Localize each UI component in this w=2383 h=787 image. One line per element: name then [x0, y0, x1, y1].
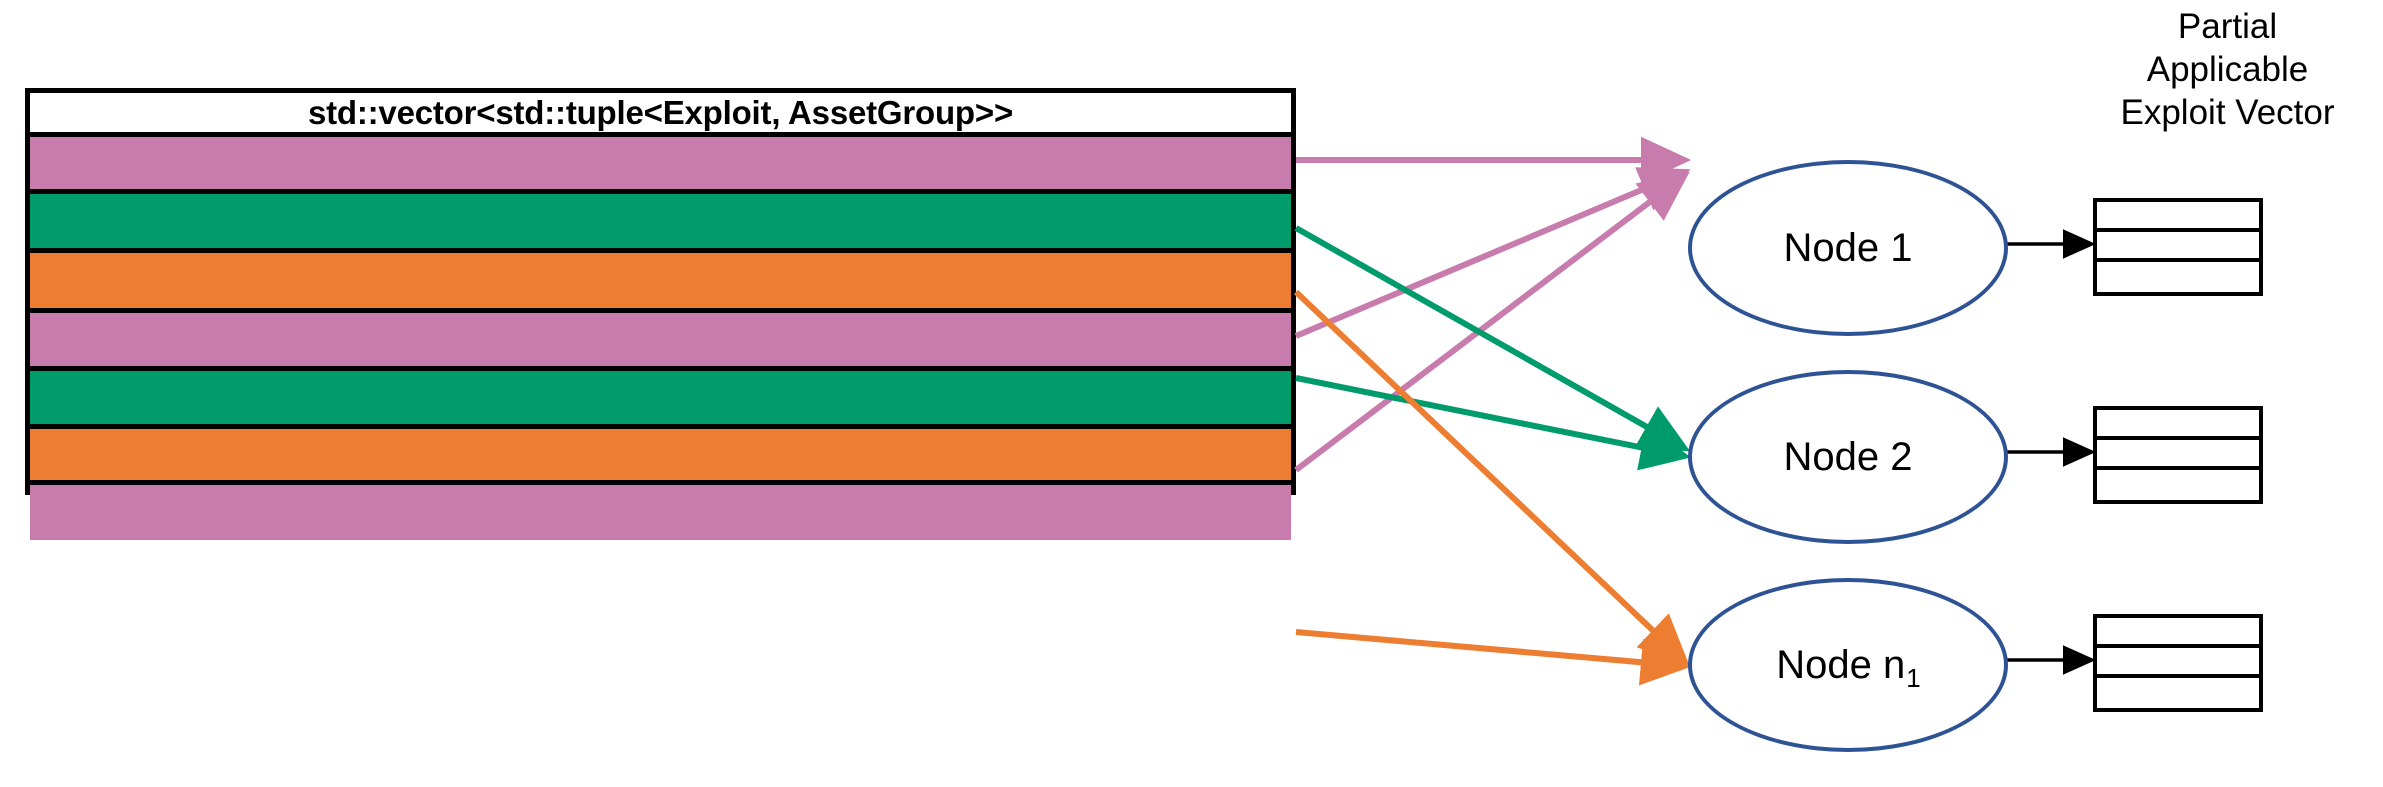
table-row [30, 429, 1291, 485]
table-row [30, 194, 1291, 253]
heading-line-2: Applicable [2146, 50, 2309, 89]
node-n1-ellipse[interactable]: Node n1 [1688, 578, 2008, 752]
partial-vector-cell [2097, 618, 2259, 648]
node-2-label: Node 2 [1783, 434, 1913, 479]
node-1-label: Node 1 [1783, 225, 1913, 270]
edge-row7-to-node1 [1294, 171, 1690, 473]
partial-vector-cell [2097, 232, 2259, 262]
partial-vector-cell [2097, 470, 2259, 500]
node-n1-label-subscript: 1 [1906, 662, 1921, 693]
partial-vector-node-2 [2093, 406, 2263, 504]
edge-row6-to-noden1 [1295, 629, 1692, 686]
partial-vector-cell [2097, 678, 2259, 708]
vector-table-header-label: std::vector<std::tuple<Exploit, AssetGro… [307, 93, 1014, 131]
table-row [30, 137, 1291, 194]
edge-row5-to-node2 [1295, 375, 1692, 471]
partial-vector-node-1 [2093, 198, 2263, 296]
exploit-assetgroup-vector-table: std::vector<std::tuple<Exploit, AssetGro… [25, 88, 1296, 540]
partial-vector-node-n1 [2093, 614, 2263, 712]
node-n1-label: Node n1 [1776, 642, 1920, 693]
edge-row4-to-node1 [1294, 167, 1691, 339]
node-2-ellipse[interactable]: Node 2 [1688, 370, 2008, 544]
table-row [30, 485, 1291, 540]
heading-line-1: Partial [2177, 7, 2278, 46]
table-row [30, 253, 1291, 313]
table-row [30, 371, 1291, 429]
edge-row2-to-node2 [1294, 225, 1691, 452]
partial-vector-cell [2097, 202, 2259, 232]
edge-row3-to-noden1 [1293, 289, 1690, 665]
heading-line-3: Exploit Vector [2120, 93, 2335, 132]
node-n1-label-base: Node n [1776, 642, 1906, 687]
node-1-ellipse[interactable]: Node 1 [1688, 160, 2008, 336]
partial-vector-cell [2097, 410, 2259, 440]
vector-table-header: std::vector<std::tuple<Exploit, AssetGro… [30, 93, 1291, 137]
partial-vector-cell [2097, 648, 2259, 678]
partial-vector-cell [2097, 262, 2259, 292]
table-row [30, 313, 1291, 371]
partial-applicable-exploit-vector-heading: Partial Applicable Exploit Vector [2075, 5, 2380, 134]
partial-vector-cell [2097, 440, 2259, 470]
